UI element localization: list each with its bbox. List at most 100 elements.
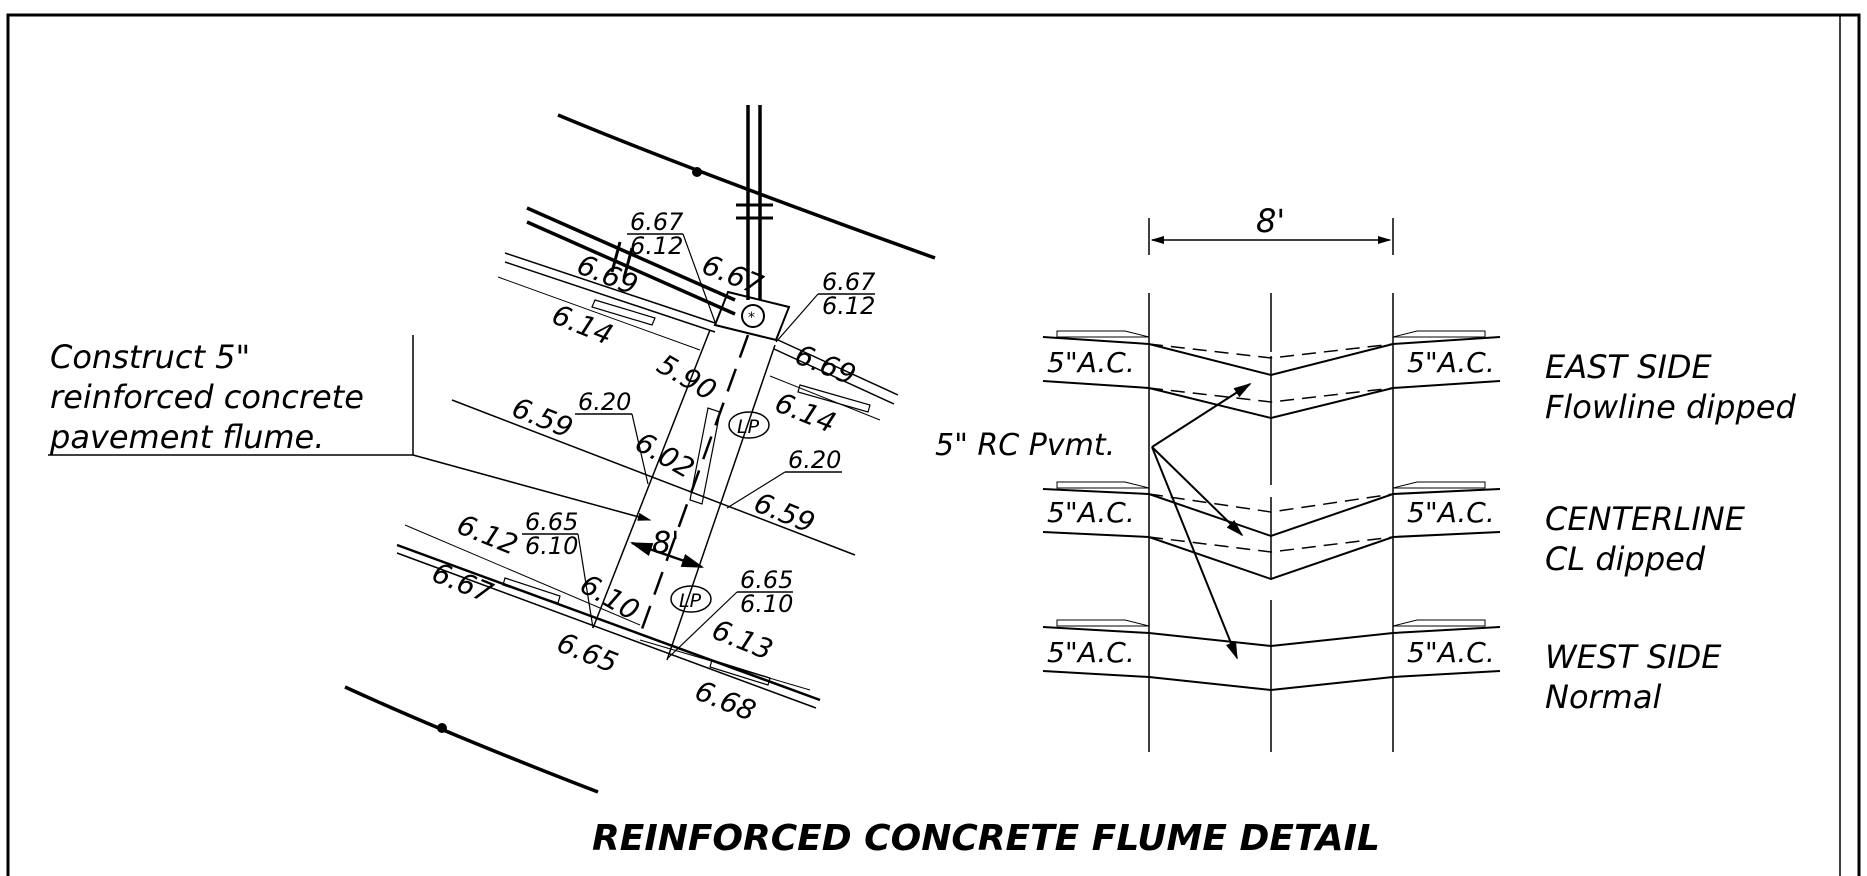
section-width-dim-label: 8' bbox=[1256, 202, 1285, 240]
lp-symbol-lower bbox=[670, 585, 712, 613]
catch-basin-center-icon bbox=[741, 304, 765, 328]
elev-flume-mid: 6.02 bbox=[630, 425, 700, 485]
note-line-3: pavement flume. bbox=[49, 418, 324, 456]
upper-left-curb-line-2 bbox=[504, 261, 716, 333]
rc-pvmt-label: 5" RC Pvmt. bbox=[935, 428, 1115, 463]
east-section-name: EAST SIDE bbox=[1545, 348, 1713, 386]
upper-right-gutter-line bbox=[769, 375, 881, 421]
lower-curb-line-2 bbox=[396, 552, 817, 709]
elev-tag-ne: 6.67 6.12 bbox=[775, 268, 876, 343]
cl-ac-label-left: 5"A.C. bbox=[1047, 496, 1135, 529]
section-centerline: 5"A.C. 5"A.C. CENTERLINE CL dipped bbox=[1042, 481, 1746, 581]
elev-tag-nw-leader bbox=[682, 233, 716, 323]
lower-right-gutter-line bbox=[639, 639, 811, 691]
cl-bottom-line bbox=[1042, 531, 1501, 581]
east-bottom-line bbox=[1042, 380, 1501, 420]
lp-symbol-upper bbox=[728, 411, 770, 439]
east-flow-arrow-left bbox=[1056, 330, 1150, 338]
elev-tag-nw-top: 6.67 bbox=[630, 208, 684, 236]
east-flow-arrow-right bbox=[1392, 330, 1486, 338]
plan-width-dim-line bbox=[629, 541, 705, 569]
lp-label-upper: LP bbox=[737, 416, 760, 438]
elev-tag-mid-right-leader bbox=[726, 471, 786, 509]
elev-tag-mid-right: 6.20 bbox=[726, 446, 842, 509]
east-original-bottom-dashed bbox=[1148, 387, 1394, 403]
cl-section-name: CENTERLINE bbox=[1545, 500, 1746, 538]
west-ac-label-left: 5"A.C. bbox=[1047, 636, 1135, 669]
cl-original-bottom-dashed bbox=[1148, 536, 1394, 553]
elev-upper-gutter-left: 6.14 bbox=[547, 298, 617, 352]
elev-tag-se-top: 6.65 bbox=[740, 566, 793, 594]
sheet-border bbox=[6, 13, 1861, 876]
elev-lower-left-gutter: 6.12 bbox=[452, 508, 522, 562]
section-east-side: 5"A.C. 5"A.C. EAST SIDE Flowline dipped bbox=[1042, 330, 1796, 426]
elev-flume-upper: 5.90 bbox=[652, 347, 722, 407]
flow-arrow-lower-right bbox=[709, 659, 771, 686]
elev-lower-left-curb: 6.67 bbox=[427, 556, 497, 610]
lower-curb-line-1 bbox=[396, 543, 821, 702]
elev-tag-sw-leader bbox=[577, 533, 594, 629]
flow-arrow-flume bbox=[689, 407, 721, 505]
elev-upper-right-curb: 6.69 bbox=[790, 338, 860, 392]
elev-flume-lower: 6.10 bbox=[575, 567, 645, 627]
overhead-line-upper bbox=[557, 113, 936, 260]
flow-arrow-upper-right bbox=[797, 384, 871, 413]
rc-pvmt-leader-east bbox=[1151, 383, 1252, 448]
elev-lower-right-gutter: 6.13 bbox=[707, 613, 777, 667]
west-bottom-line bbox=[1042, 670, 1501, 692]
overhead-node-lower bbox=[437, 723, 447, 733]
rc-pvmt-leader-west bbox=[1151, 446, 1238, 660]
elev-tag-nw-bot: 6.12 bbox=[630, 232, 683, 260]
cl-flow-arrow-right bbox=[1392, 481, 1486, 489]
elev-tag-sw-bot: 6.10 bbox=[525, 532, 578, 560]
cl-section-desc: CL dipped bbox=[1545, 540, 1706, 578]
elev-tag-se: 6.65 6.10 bbox=[667, 566, 793, 659]
east-ac-label-left: 5"A.C. bbox=[1047, 346, 1135, 379]
elev-tag-mid-left: 6.20 bbox=[575, 388, 649, 485]
drawing-title: REINFORCED CONCRETE FLUME DETAIL bbox=[592, 818, 1380, 859]
construction-note: Construct 5" reinforced concrete pavemen… bbox=[48, 335, 652, 521]
west-flow-arrow-left bbox=[1056, 619, 1150, 627]
pipe-diagonal-b bbox=[526, 220, 736, 316]
elev-crown-left: 6.59 bbox=[507, 391, 577, 445]
plan-view: * LP LP 8' 6.6 bbox=[344, 105, 936, 794]
catch-basin-star-icon: * bbox=[748, 310, 755, 326]
elev-tag-se-bot: 6.10 bbox=[740, 590, 793, 618]
plan-width-dim-label: 8' bbox=[652, 526, 679, 561]
west-flow-arrow-right bbox=[1392, 619, 1486, 627]
west-section-desc: Normal bbox=[1545, 678, 1661, 716]
east-top-line bbox=[1042, 336, 1501, 377]
elev-tag-mid-left-leader bbox=[631, 413, 649, 485]
cl-original-top-dashed bbox=[1148, 493, 1394, 513]
note-line-2: reinforced concrete bbox=[50, 378, 364, 416]
west-ac-label-right: 5"A.C. bbox=[1407, 636, 1495, 669]
flume-edge-left bbox=[592, 329, 711, 629]
elev-tag-mid-left-value: 6.20 bbox=[578, 388, 631, 416]
pipe-diagonal-break-2 bbox=[622, 247, 634, 279]
elev-tag-nw: 6.67 6.12 bbox=[627, 208, 716, 323]
rc-pvmt-leader-cl bbox=[1151, 446, 1244, 537]
elev-tag-ne-leader bbox=[775, 293, 819, 343]
cl-top-line bbox=[1042, 488, 1501, 538]
overhead-node-upper bbox=[692, 167, 702, 177]
elev-tag-se-leader bbox=[667, 591, 738, 659]
elev-tag-sw-top: 6.65 bbox=[525, 508, 578, 536]
cl-flow-arrow-left bbox=[1056, 481, 1150, 489]
upper-right-curb-line-2 bbox=[773, 348, 895, 405]
elev-crown-right: 6.59 bbox=[749, 486, 819, 540]
section-views: 8' 5"A.C. 5"A.C. EAST SIDE Flowline dipp… bbox=[935, 202, 1796, 752]
upper-right-curb-line-1 bbox=[777, 339, 899, 396]
upper-left-gutter-line bbox=[497, 276, 701, 351]
lp-label-lower: LP bbox=[679, 590, 702, 612]
overhead-line-lower bbox=[344, 685, 599, 794]
crown-line bbox=[451, 399, 856, 556]
east-original-top-dashed bbox=[1148, 343, 1394, 359]
cl-ac-label-right: 5"A.C. bbox=[1407, 496, 1495, 529]
elev-lower-right-curb: 6.68 bbox=[690, 674, 760, 728]
elev-tag-ne-bot: 6.12 bbox=[822, 292, 875, 320]
east-ac-label-right: 5"A.C. bbox=[1407, 346, 1495, 379]
flow-arrow-upper-left bbox=[591, 299, 656, 326]
catch-basin bbox=[713, 290, 791, 342]
pipe-diagonal-break-1 bbox=[610, 241, 622, 273]
note-leader-arrow bbox=[412, 454, 652, 521]
